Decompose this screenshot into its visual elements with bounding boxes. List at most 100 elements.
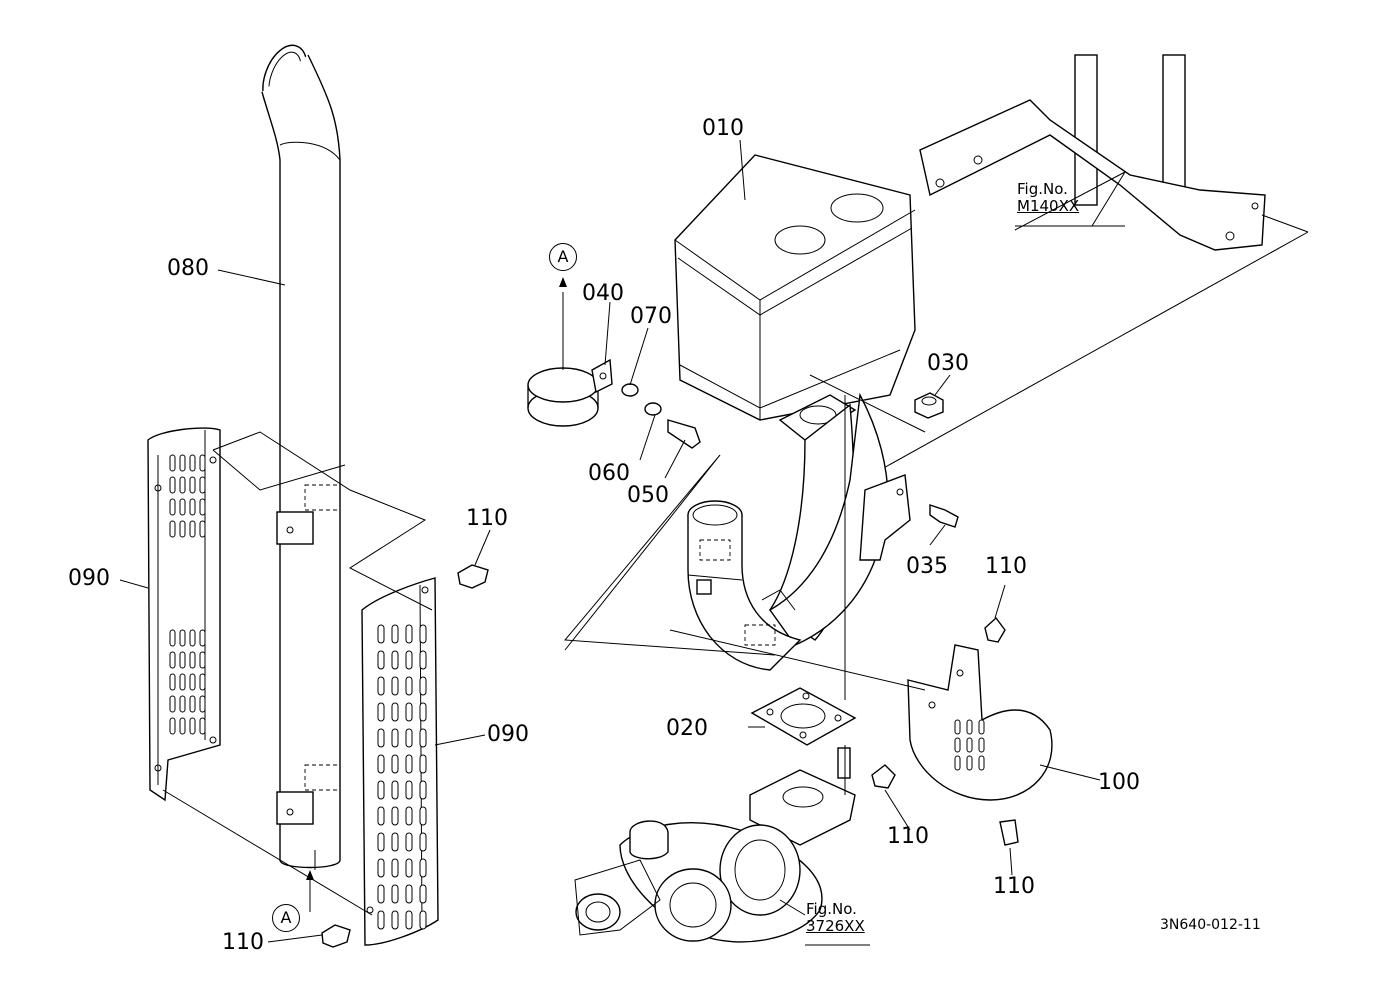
- vent-slot: [419, 624, 427, 644]
- vent-slot: [377, 624, 385, 644]
- vent-slot: [199, 520, 206, 538]
- vent-slot: [419, 650, 427, 670]
- vent-slot: [169, 673, 176, 691]
- vent-slot: [966, 737, 973, 753]
- vent-slot: [391, 754, 399, 774]
- gasket: [750, 687, 857, 746]
- reference-marker-a-top: A: [549, 243, 577, 271]
- vent-slot: [405, 858, 413, 878]
- vent-slot: [199, 498, 206, 516]
- callout-010: 010: [702, 116, 744, 141]
- support-bracket: [859, 474, 911, 561]
- vent-slot: [419, 702, 427, 722]
- vent-slot: [377, 832, 385, 852]
- vent-slot: [199, 629, 206, 647]
- vent-slot: [405, 650, 413, 670]
- callout-110-right-upper: 110: [985, 554, 1027, 579]
- vent-slot: [419, 728, 427, 748]
- vent-slot: [405, 702, 413, 722]
- callout-035: 035: [906, 554, 948, 579]
- vent-slot: [391, 832, 399, 852]
- callout-100: 100: [1098, 770, 1140, 795]
- exhaust-elbow: [687, 500, 802, 671]
- heat-shield-elbow: [907, 644, 1053, 801]
- turbocharger: [574, 747, 856, 943]
- vent-slot: [954, 755, 961, 771]
- vent-slot: [419, 806, 427, 826]
- vent-slot: [377, 858, 385, 878]
- callout-020: 020: [666, 716, 708, 741]
- vent-slot: [179, 695, 186, 713]
- callout-060: 060: [588, 461, 630, 486]
- figure-reference-turbo-label: Fig.No.: [806, 900, 857, 918]
- vent-slot: [391, 780, 399, 800]
- vent-slot: [405, 780, 413, 800]
- vent-slot: [391, 858, 399, 878]
- vent-slot: [391, 806, 399, 826]
- vent-slot: [954, 719, 961, 735]
- callout-080: 080: [167, 256, 209, 281]
- vent-slot: [179, 476, 186, 494]
- vent-slot: [405, 806, 413, 826]
- vent-slot: [179, 498, 186, 516]
- vent-slot: [169, 498, 176, 516]
- vent-slot: [377, 884, 385, 904]
- vent-slot: [179, 717, 186, 735]
- vent-slot: [169, 717, 176, 735]
- vent-slot: [419, 832, 427, 852]
- vent-slot: [419, 754, 427, 774]
- vent-slot: [179, 629, 186, 647]
- vent-slot: [189, 476, 196, 494]
- vent-slot: [391, 702, 399, 722]
- vent-slot: [179, 454, 186, 472]
- vent-slot: [405, 832, 413, 852]
- vent-slot: [377, 702, 385, 722]
- muffler: [674, 154, 916, 646]
- vent-slot: [377, 780, 385, 800]
- vent-slot: [199, 454, 206, 472]
- vent-slot: [391, 884, 399, 904]
- vent-slot: [377, 806, 385, 826]
- reference-marker-a-bottom: A: [272, 904, 300, 932]
- vent-slot: [391, 624, 399, 644]
- vent-slot: [391, 650, 399, 670]
- leader-lines: [119, 139, 1126, 946]
- vent-slot: [169, 520, 176, 538]
- vent-slot: [405, 884, 413, 904]
- vent-slot: [978, 755, 985, 771]
- vent-slot: [405, 910, 413, 930]
- vent-slot: [377, 910, 385, 930]
- vent-slot: [377, 676, 385, 696]
- callout-090-left: 090: [68, 566, 110, 591]
- vent-slot: [377, 754, 385, 774]
- vent-slot: [189, 454, 196, 472]
- vent-slot: [189, 673, 196, 691]
- figure-reference-turbo: Fig.No. 3726XX: [806, 900, 865, 936]
- callout-110-right-mid: 110: [887, 824, 929, 849]
- bolt-set: [321, 564, 1019, 948]
- vent-slot: [199, 717, 206, 735]
- callout-050: 050: [627, 483, 669, 508]
- vent-slot: [169, 695, 176, 713]
- fastener-nut: [914, 392, 944, 419]
- frame-bracket: [879, 54, 1309, 471]
- vent-slot: [179, 673, 186, 691]
- vent-slot: [405, 728, 413, 748]
- vent-slot: [189, 520, 196, 538]
- heat-shield-left: [147, 427, 221, 802]
- vent-slot: [419, 884, 427, 904]
- vent-slot: [978, 737, 985, 753]
- vent-slot: [179, 520, 186, 538]
- callout-090-right: 090: [487, 722, 529, 747]
- vent-slot: [377, 728, 385, 748]
- figure-reference-turbo-number: 3726XX: [806, 917, 865, 936]
- heat-shield-right: [361, 577, 439, 946]
- vent-slot: [189, 651, 196, 669]
- vent-slot: [377, 650, 385, 670]
- vent-slot: [391, 676, 399, 696]
- vent-slot: [169, 651, 176, 669]
- callout-110-right-low: 110: [993, 874, 1035, 899]
- vent-slot: [199, 673, 206, 691]
